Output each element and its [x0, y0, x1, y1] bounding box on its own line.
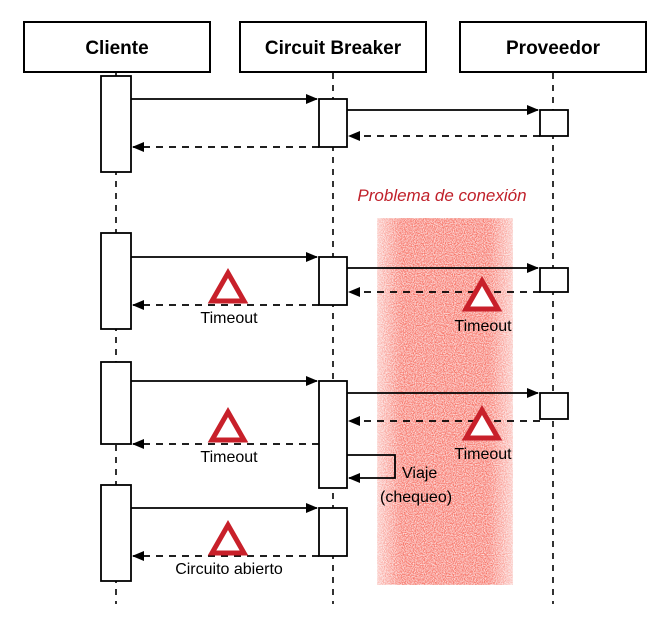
msg-trip-selfcall [347, 454, 396, 483]
activation-provider-1 [539, 109, 569, 137]
activation-client-2 [100, 232, 132, 330]
warning-icon [461, 275, 503, 312]
activations [100, 75, 569, 582]
trip-check-label: (chequeo) [380, 489, 452, 506]
activation-breaker-2 [318, 256, 348, 306]
warning-icon [207, 519, 249, 556]
actor-client: Cliente [23, 21, 211, 73]
activation-client-3 [100, 361, 132, 445]
warnings [207, 267, 503, 556]
warning-icon [207, 267, 249, 304]
activation-provider-3 [539, 392, 569, 420]
connection-problem-region [376, 217, 514, 586]
timeout-label: Timeout [200, 449, 258, 466]
actor-breaker-label: Circuit Breaker [265, 38, 402, 59]
warning-icon [461, 404, 503, 441]
activation-provider-2 [539, 267, 569, 293]
activation-breaker-3 [318, 380, 348, 489]
region-label: Problema de conexión [357, 186, 526, 205]
timeout-label: Timeout [454, 446, 512, 463]
trip-label: Viaje [402, 465, 437, 482]
activation-breaker-1 [318, 98, 348, 148]
activation-breaker-4 [318, 507, 348, 557]
timeout-label: Timeout [454, 318, 512, 335]
actor-client-label: Cliente [85, 38, 148, 59]
activation-client-4 [100, 484, 132, 582]
activation-client-1 [100, 75, 132, 173]
messages [131, 94, 540, 561]
actor-provider: Proveedor [459, 21, 647, 73]
actor-provider-label: Proveedor [506, 38, 601, 59]
timeout-label: Timeout [200, 310, 258, 327]
actor-breaker: Circuit Breaker [239, 21, 427, 73]
warning-icon [207, 406, 249, 443]
circuit-open-label: Circuito abierto [175, 561, 283, 578]
